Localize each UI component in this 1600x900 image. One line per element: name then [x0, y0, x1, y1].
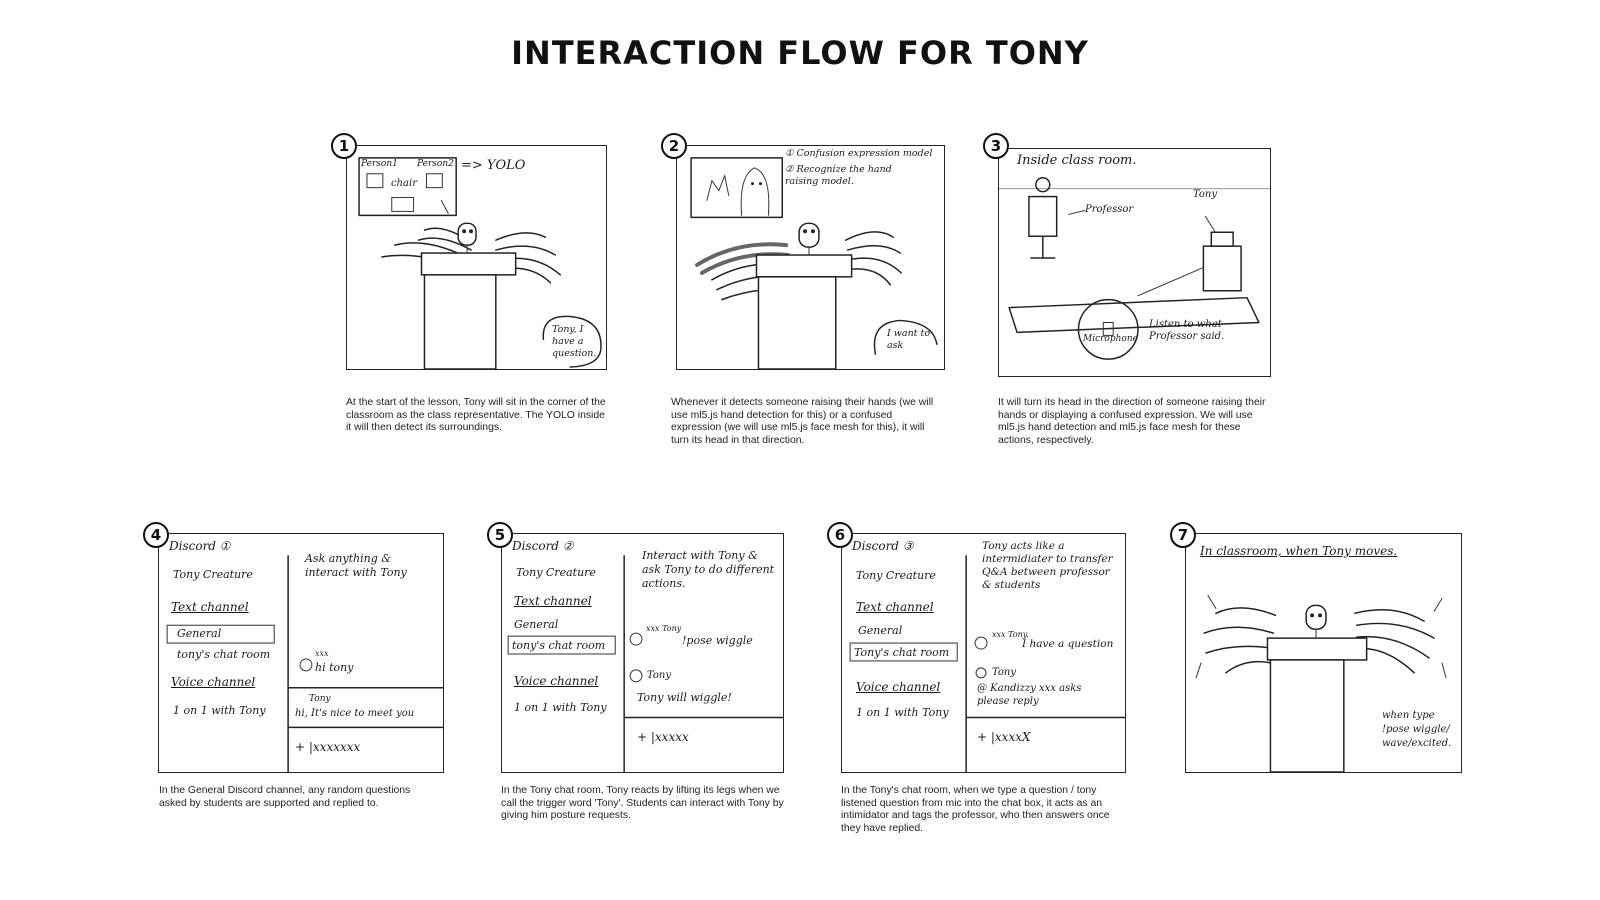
- label-yolo: => YOLO: [461, 158, 526, 173]
- discord-title: Discord ①: [169, 539, 231, 553]
- label-listen: Listen to what Professor said.: [1149, 319, 1225, 342]
- step-number-1: 1: [331, 133, 357, 159]
- channel-general[interactable]: General: [858, 624, 903, 637]
- message-text: I have a question: [1022, 638, 1114, 650]
- discord-sketch: [507, 555, 783, 772]
- voice-channel-header: Voice channel: [171, 675, 256, 689]
- reply-name: Tony: [647, 670, 672, 681]
- server-name: Tony Creature: [856, 569, 936, 582]
- reply-text: hi, It's nice to meet you: [295, 708, 415, 719]
- text-channel-header: Text channel: [514, 594, 592, 608]
- reply-text: Tony will wiggle!: [637, 691, 732, 704]
- channel-chat-room[interactable]: Tony's chat room: [854, 646, 950, 659]
- step-number-3: 3: [983, 133, 1009, 159]
- robot-sketch: [690, 157, 938, 369]
- panel-7-note: when type !pose wiggle/ wave/excited.: [1382, 710, 1452, 749]
- chat-input[interactable]: + |xxxxX: [977, 730, 1031, 744]
- channel-one-on-one[interactable]: 1 on 1 with Tony: [514, 701, 607, 714]
- sketch-note: Ask anything & interact with Tony: [305, 552, 407, 579]
- panel-6-caption: In the Tony's chat room, when we type a …: [841, 785, 1110, 834]
- message-text: !pose wiggle: [682, 634, 753, 647]
- message-user: xxx Tony: [646, 624, 682, 633]
- label-person2: Person2: [417, 159, 454, 169]
- discord-sketch: [166, 555, 443, 772]
- step-number-6: 6: [827, 522, 853, 548]
- step-number-2: 2: [661, 133, 687, 159]
- panel-5-sketch: Discord ② Tony Creature Text channel Gen…: [501, 533, 784, 773]
- sketch-note: Interact with Tony & ask Tony to do diff…: [642, 549, 775, 590]
- panel-7-sketch: In classroom, when Tony moves. when type…: [1185, 533, 1462, 773]
- message-text: hi tony: [315, 661, 354, 674]
- panel-4-sketch: Discord ① Tony Creature Text channel Gen…: [158, 533, 444, 773]
- note-confusion-model: ① Confusion expression model: [785, 148, 933, 159]
- voice-channel-header: Voice channel: [856, 680, 941, 694]
- panel-6-sketch: Discord ③ Tony Creature Text channel Gen…: [841, 533, 1126, 773]
- page-title: INTERACTION FLOW FOR TONY: [511, 34, 1089, 72]
- text-channel-header: Text channel: [171, 600, 249, 614]
- speech-bubble: Tony, I have a question.: [552, 324, 597, 359]
- step-number-4: 4: [143, 522, 169, 548]
- panel-2-sketch: ① Confusion expression model ② Recognize…: [676, 145, 945, 370]
- sketch-note: Tony acts like a intermidiater to transf…: [982, 540, 1113, 591]
- discord-title: Discord ②: [512, 539, 574, 553]
- classroom-sketch: [999, 177, 1270, 360]
- panel-7-heading: In classroom, when Tony moves.: [1200, 544, 1398, 558]
- discord-title: Discord ③: [852, 539, 914, 553]
- label-chair: chair: [391, 178, 417, 189]
- label-microphone: Microphone: [1083, 334, 1138, 344]
- voice-channel-header: Voice channel: [514, 674, 599, 688]
- label-tony: Tony: [1193, 189, 1218, 200]
- label-professor: Professor: [1085, 204, 1134, 215]
- channel-one-on-one[interactable]: 1 on 1 with Tony: [856, 706, 949, 719]
- message-user: xxx Tony.: [992, 630, 1029, 639]
- reply-text: @ Kandizzy xxx asks please reply: [977, 683, 1082, 707]
- panel-5-caption: In the Tony chat room, Tony reacts by li…: [501, 785, 784, 821]
- step-number-7: 7: [1170, 522, 1196, 548]
- panel-2-caption: Whenever it detects someone raising thei…: [671, 397, 934, 446]
- robot-sketch: [1195, 594, 1447, 772]
- reply-name: Tony: [309, 694, 331, 704]
- channel-general[interactable]: General: [514, 618, 559, 631]
- text-channel-header: Text channel: [856, 600, 934, 614]
- panel-3-sketch: Inside class room. Professor Tony Microp…: [998, 148, 1271, 377]
- label-inside-classroom: Inside class room.: [1017, 153, 1137, 168]
- label-person1: Person1: [361, 159, 398, 169]
- server-name: Tony Creature: [173, 568, 253, 581]
- chat-input[interactable]: + |xxxxxxx: [295, 740, 361, 754]
- panel-3-caption: It will turn its head in the direction o…: [998, 397, 1266, 446]
- speech-bubble: I want to ask: [887, 328, 931, 351]
- panel-4-caption: In the General Discord channel, any rand…: [159, 785, 411, 809]
- robot-sketch: [358, 157, 602, 369]
- panel-1-sketch: Person1 Person2 chair => YOLO Tony, I ha…: [346, 145, 607, 370]
- channel-general[interactable]: General: [177, 627, 222, 640]
- reply-name: Tony: [992, 667, 1017, 678]
- discord-sketch: [849, 555, 1125, 772]
- channel-chat-room[interactable]: tony's chat room: [512, 639, 606, 652]
- panel-1-caption: At the start of the lesson, Tony will si…: [346, 397, 606, 433]
- channel-chat-room[interactable]: tony's chat room: [177, 648, 271, 661]
- chat-input[interactable]: + |xxxxx: [637, 730, 689, 744]
- step-number-5: 5: [487, 522, 513, 548]
- message-user: xxx: [315, 649, 329, 658]
- note-hand-model: ② Recognize the hand raising model.: [785, 164, 892, 187]
- channel-one-on-one[interactable]: 1 on 1 with Tony: [173, 704, 266, 717]
- server-name: Tony Creature: [516, 566, 596, 579]
